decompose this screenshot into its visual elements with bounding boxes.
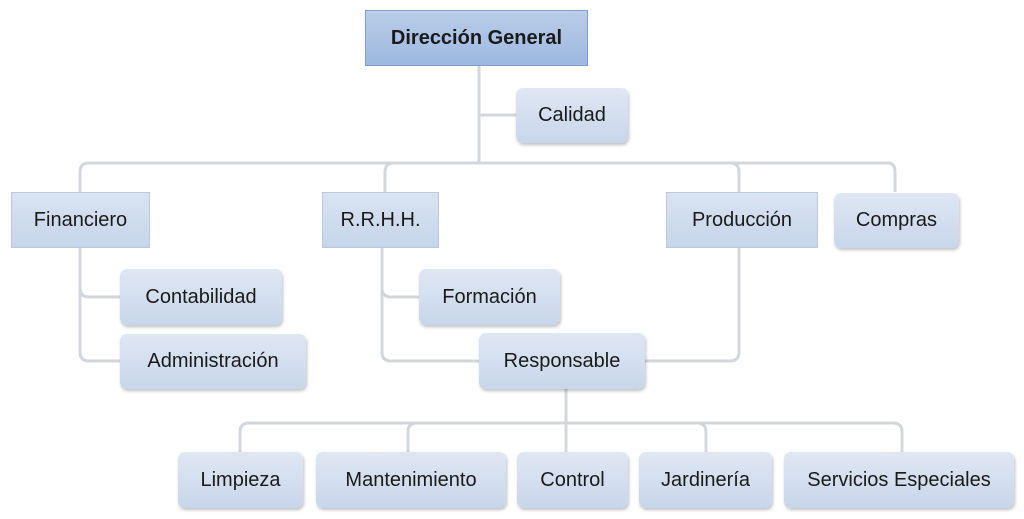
node-administracion: Administración bbox=[120, 334, 306, 389]
node-calidad: Calidad bbox=[516, 88, 628, 143]
node-label: Servicios Especiales bbox=[807, 468, 991, 491]
node-label: Control bbox=[540, 468, 605, 491]
node-produccion: Producción bbox=[666, 192, 818, 248]
node-limpieza: Limpieza bbox=[178, 452, 303, 508]
node-label: Responsable bbox=[503, 349, 621, 372]
node-label: Financiero bbox=[33, 208, 128, 231]
node-mantenimiento: Mantenimiento bbox=[316, 452, 506, 508]
node-label: Dirección General bbox=[390, 26, 563, 49]
node-label: Compras bbox=[855, 209, 938, 231]
node-label: R.R.H.H. bbox=[340, 208, 421, 231]
node-compras: Compras bbox=[834, 193, 959, 248]
node-servicios-especiales: Servicios Especiales bbox=[784, 452, 1014, 508]
node-label: Administración bbox=[147, 350, 279, 372]
node-formacion: Formación bbox=[419, 269, 560, 325]
node-contabilidad: Contabilidad bbox=[120, 269, 282, 325]
node-label: Calidad bbox=[538, 104, 606, 126]
node-responsable: Responsable bbox=[479, 333, 645, 389]
node-rrhh: R.R.H.H. bbox=[322, 192, 439, 248]
node-financiero: Financiero bbox=[11, 192, 150, 248]
node-label: Mantenimiento bbox=[345, 468, 477, 491]
node-label: Contabilidad bbox=[145, 285, 257, 308]
node-label: Jardinería bbox=[661, 468, 750, 491]
node-control: Control bbox=[517, 452, 628, 508]
node-label: Limpieza bbox=[200, 468, 281, 491]
node-label: Formación bbox=[442, 285, 537, 308]
node-jardineria: Jardinería bbox=[639, 452, 772, 508]
node-label: Producción bbox=[691, 208, 793, 231]
node-direccion-general: Dirección General bbox=[365, 10, 588, 66]
